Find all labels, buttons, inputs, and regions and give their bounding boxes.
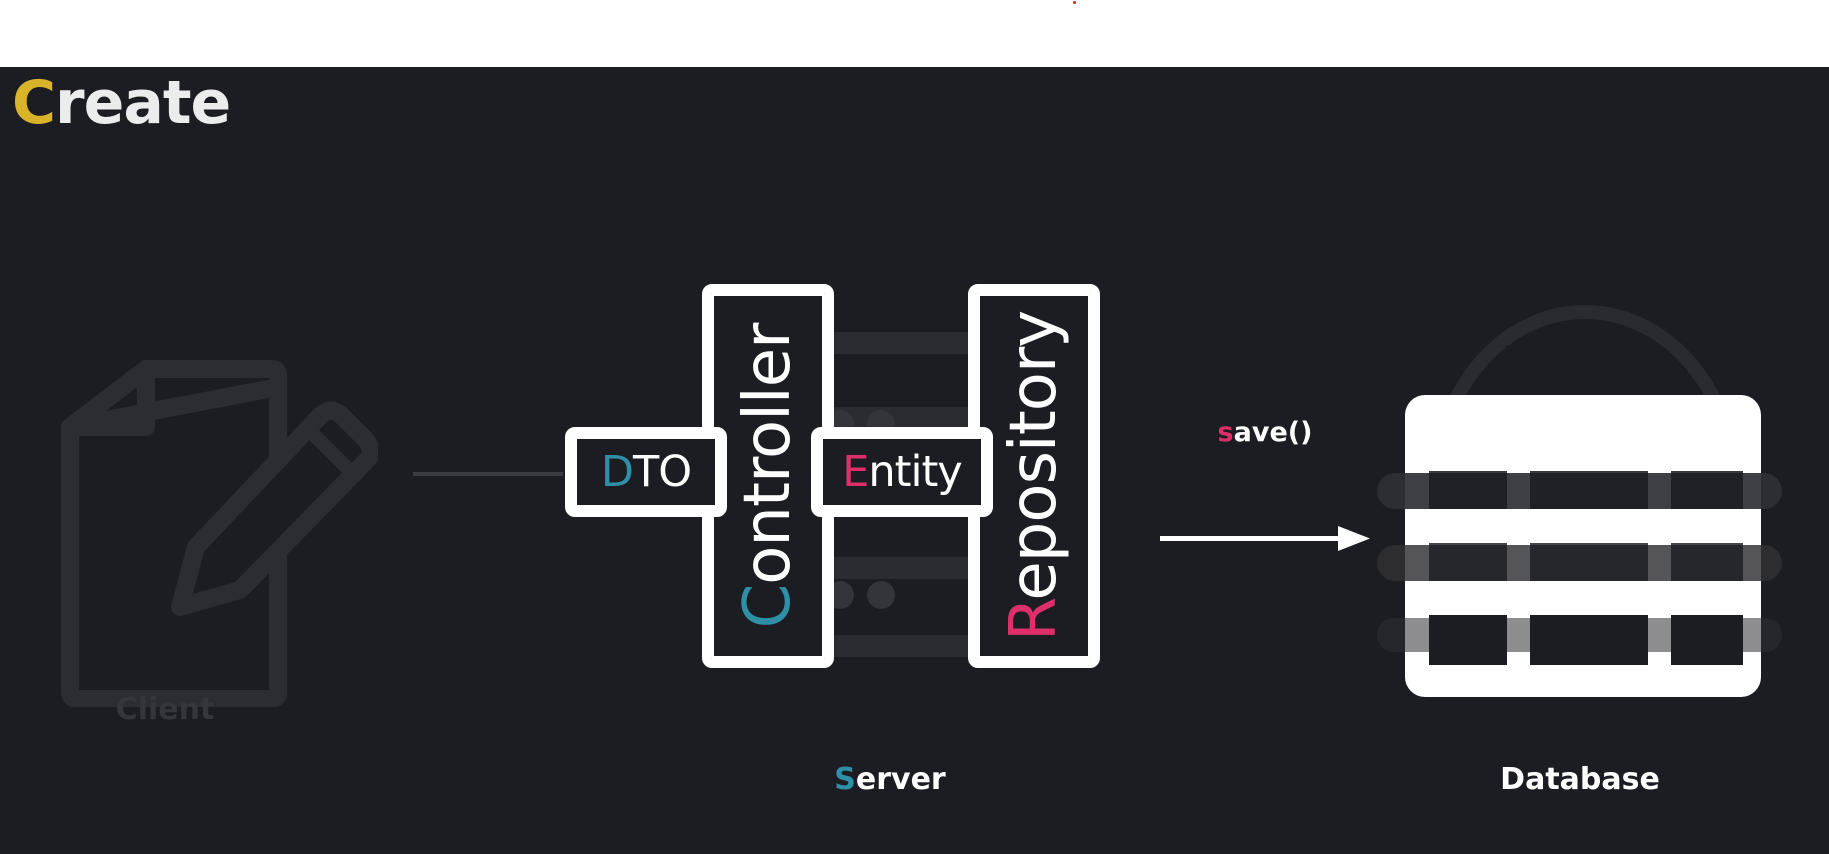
controller-label: Controller [731, 324, 805, 629]
controller-rest: ontroller [731, 323, 805, 585]
red-dot [1073, 1, 1076, 4]
server-highlight: S [834, 762, 856, 797]
table-label: TABLE [1505, 337, 1653, 388]
title-rest: reate [55, 68, 231, 138]
server-label: Server [800, 762, 980, 797]
slide-title: Create [12, 73, 231, 133]
repository-highlight: R [997, 600, 1071, 642]
save-highlight: s [1217, 417, 1234, 448]
database-label: Database [1500, 762, 1660, 797]
top-bar [0, 0, 1829, 67]
document-edit-icon [61, 360, 378, 707]
save-rest: ave() [1233, 417, 1313, 448]
repository-rest: epository [997, 310, 1071, 601]
controller-highlight: C [731, 584, 805, 629]
server-rest: erver [855, 762, 946, 797]
database-cylinder-icon [1377, 305, 1782, 697]
title-highlight: C [12, 68, 56, 138]
dto-rest: TO [633, 447, 692, 497]
client-server-connector [413, 472, 563, 476]
arrow-right-icon [1160, 526, 1370, 551]
entity-rest: ntity [868, 447, 962, 497]
repository-label: Repository [997, 311, 1071, 641]
dto-highlight: D [600, 447, 634, 497]
save-label: save() [1210, 417, 1320, 448]
client-label: Client [115, 692, 215, 727]
entity-highlight: E [842, 447, 869, 497]
